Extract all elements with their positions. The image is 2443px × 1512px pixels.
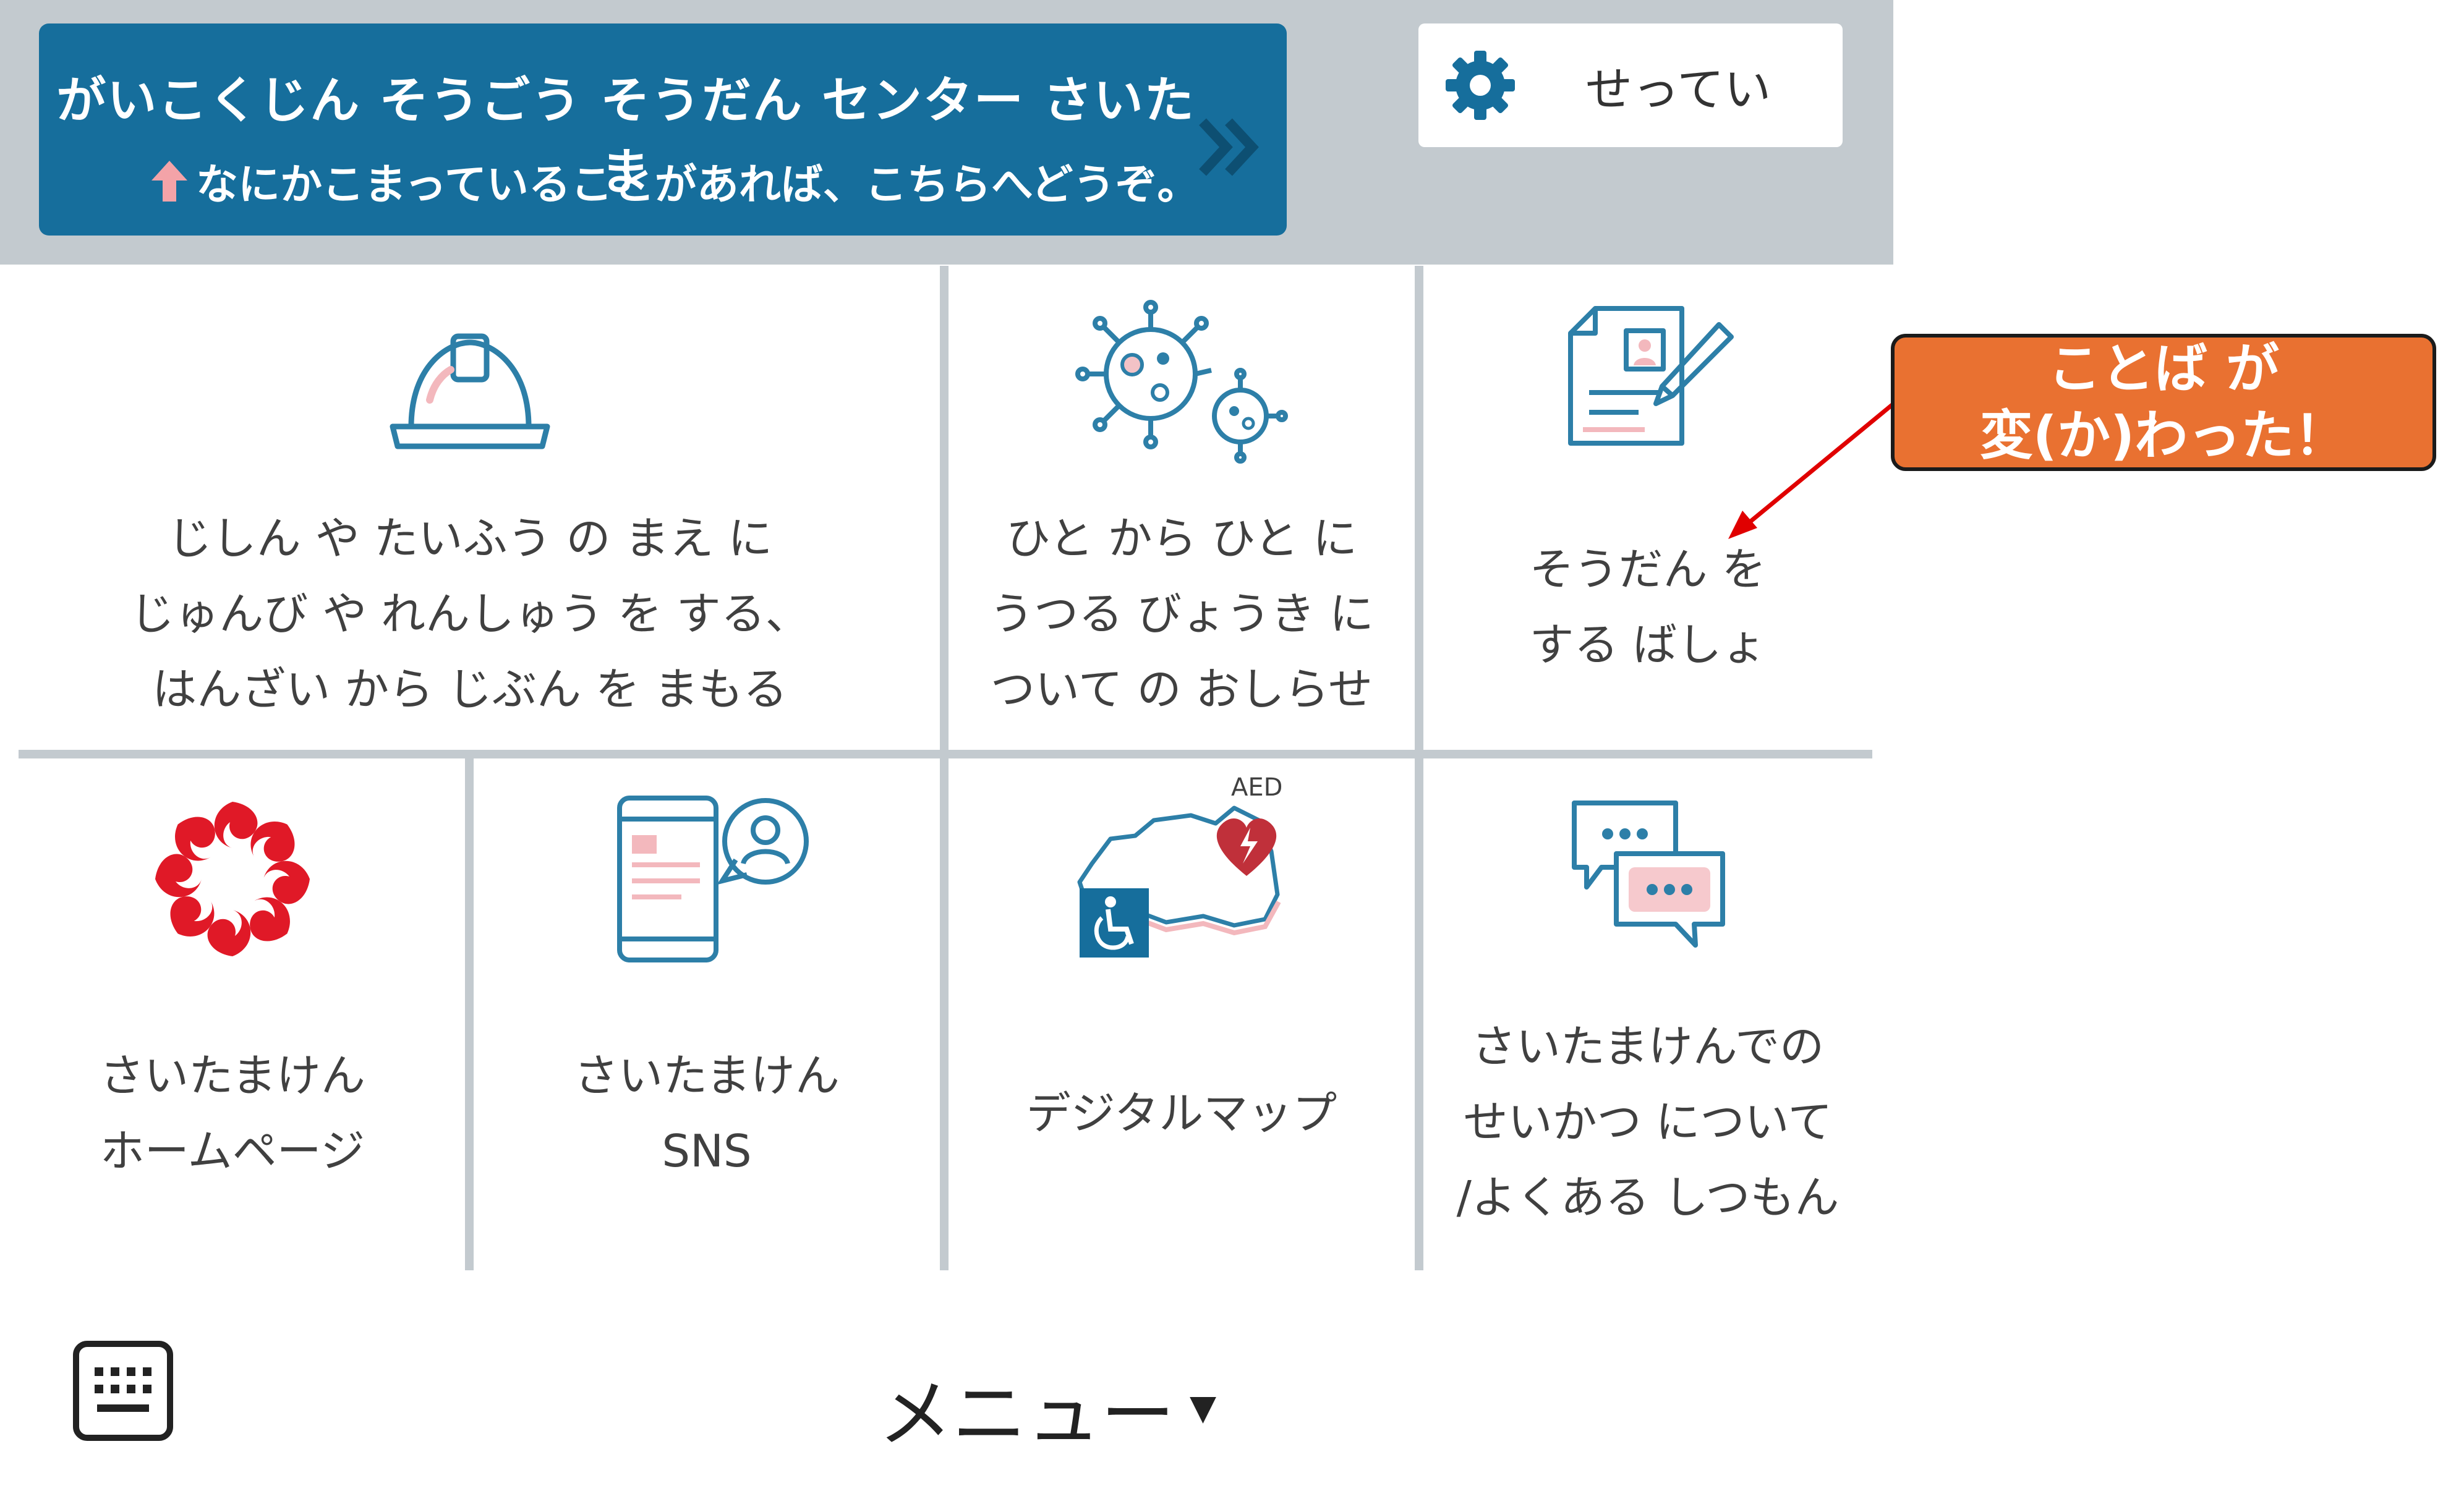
aed-label: AED (1231, 773, 1282, 802)
banner-subtitle: なにかこまっていることがあれば、こちらへどうぞ。 (196, 161, 1200, 210)
tile-label: さいたまけん SNS (574, 1050, 840, 1177)
helmet-icon (390, 333, 550, 449)
tile-label: ひと から ひと に うつる びょうき に ついて の おしらせ (989, 512, 1374, 715)
tile-disaster-crime-prevention[interactable]: じしん や たいふう の まえ に じゅんび や れんしゅう を する、 はんざ… (0, 266, 940, 750)
double-chevron-right-icon (1199, 118, 1259, 176)
map-aed-accessibility-icon: AED (1077, 773, 1282, 958)
keyboard-icon[interactable] (72, 1340, 174, 1442)
settings-button[interactable]: せってい (1418, 23, 1843, 147)
banner-title: がいこくじん そうごう そうだん センター さいたま (56, 72, 1195, 201)
tile-saitama-sns[interactable]: さいたまけん SNS (474, 758, 940, 1270)
tile-label: さいたまけん ホームページ (100, 1050, 365, 1177)
annotation-callout: ことば が 変(か)わった！ (1891, 334, 2436, 471)
up-arrow-icon (151, 160, 187, 202)
tile-label: デジタルマップ (1026, 1087, 1337, 1139)
tile-infectious-disease-info[interactable]: ひと から ひと に うつる びょうき に ついて の おしらせ (949, 266, 1415, 750)
grid-divider (1415, 266, 1423, 1270)
grid-divider (465, 758, 474, 1270)
tile-label: そうだん を する ばしょ (1529, 543, 1767, 671)
menu-caret-icon: ▼ (1190, 1387, 1217, 1428)
virus-icon (1075, 300, 1288, 464)
gear-icon (1446, 51, 1515, 120)
grid-divider (940, 266, 949, 1270)
tile-consultation-places[interactable]: そうだん を する ばしょ (1423, 266, 1872, 750)
tile-digital-map[interactable]: AED デジタルマップ (949, 758, 1415, 1270)
settings-label: せってい (1585, 62, 1771, 117)
tile-label: さいたまけんでの せいかつ について /よくある しつもん (1456, 1021, 1840, 1223)
tile-saitama-homepage[interactable]: さいたまけん ホームページ (0, 758, 465, 1270)
tile-label: じしん や たいふう の まえ に じゅんび や れんしゅう を する、 はんざ… (130, 512, 810, 715)
menu-label: メニュー (878, 1372, 1175, 1458)
tile-life-faq[interactable]: さいたまけんでの せいかつ について /よくある しつもん (1423, 758, 1872, 1270)
chat-bubbles-icon (1572, 801, 1725, 948)
smartphone-user-icon (617, 796, 809, 962)
document-pen-icon (1568, 306, 1734, 446)
menu-toggle[interactable]: メニュー ▼ (878, 1354, 1216, 1461)
saitama-emblem-icon (155, 802, 310, 956)
consultation-center-banner[interactable]: がいこくじん そうごう そうだん センター さいたま なにかこまっていることがあ… (39, 23, 1287, 236)
banner-subtitle-row: なにかこまっていることがあれば、こちらへどうぞ。 (150, 150, 1199, 211)
